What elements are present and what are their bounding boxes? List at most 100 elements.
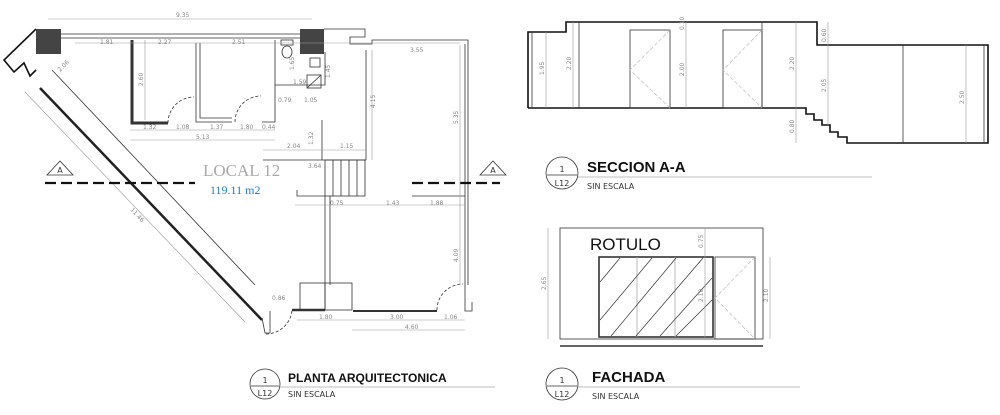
dim-label: 2.10 xyxy=(698,288,705,302)
dim-label: 1.88 xyxy=(430,200,444,207)
sheet-reference-circle xyxy=(545,367,579,401)
shower-icon xyxy=(306,74,322,89)
shower-icon xyxy=(306,74,322,89)
dim-label: 1.81 xyxy=(100,39,114,46)
sheet-id: L12 xyxy=(258,389,273,398)
dim-label: 1.80 xyxy=(240,124,254,131)
dim-label: 2.00 xyxy=(679,62,686,76)
dimension-lines xyxy=(75,40,465,331)
dim-label: 1.06 xyxy=(444,314,458,321)
section-marker-label: A xyxy=(490,166,496,175)
toilet-icon xyxy=(281,45,293,59)
shop-window xyxy=(598,256,714,338)
facade-title-block: 1 L12 FACHADA SIN ESCALA xyxy=(545,367,800,401)
dim-label: 1.32 xyxy=(308,131,315,145)
sheet-reference-circle xyxy=(545,156,579,190)
dim-label: 1.80 xyxy=(319,314,333,321)
section-a-a: 1.95 2.20 0.10 2.00 2.20 0.60 2.05 0.80 … xyxy=(527,16,989,191)
dim-label: 2.10 xyxy=(763,288,770,302)
section-marker-icon xyxy=(46,160,74,176)
dim-label: 1.45 xyxy=(325,64,332,78)
section-outline xyxy=(527,21,989,144)
dim-label: 3.64 xyxy=(308,163,322,170)
dim-label: 1.08 xyxy=(176,124,190,131)
dim-label: 1.37 xyxy=(210,124,224,131)
drawing-scale: SIN ESCALA xyxy=(288,390,336,399)
dim-label: 2.06 xyxy=(56,59,71,74)
wall xyxy=(199,43,232,119)
toilet-tank-icon xyxy=(280,39,294,46)
dim-label: 5.13 xyxy=(196,134,210,141)
wall xyxy=(296,190,325,197)
wall xyxy=(195,43,232,123)
dim-label: 1.05 xyxy=(304,97,318,104)
room-name: LOCAL 12 xyxy=(203,161,280,180)
dim-label: 2.50 xyxy=(959,90,966,104)
wall xyxy=(130,40,168,125)
counter xyxy=(324,282,353,311)
dim-label: 11.46 xyxy=(129,207,146,224)
dim-label: 0.75 xyxy=(330,200,344,207)
dim-label: 1.43 xyxy=(386,200,400,207)
dim-label: 3.00 xyxy=(390,314,404,321)
dim-label: 5.35 xyxy=(453,110,460,124)
sheet-number: 1 xyxy=(559,165,564,174)
diagonal-wall xyxy=(39,87,263,321)
door xyxy=(629,29,671,109)
dim-label: 2.20 xyxy=(566,56,573,70)
section-marker-icon xyxy=(479,160,507,176)
wall-wedge xyxy=(2,28,37,78)
wall xyxy=(324,28,469,285)
drawing-title: SECCION A-A xyxy=(587,159,686,176)
counter xyxy=(299,282,326,311)
sink-icon xyxy=(309,57,321,68)
sign-label: ROTULO xyxy=(590,235,661,254)
door-swing xyxy=(234,95,262,123)
diagonal-wall xyxy=(51,69,256,286)
floor-plan: 9.35 11.46 xyxy=(2,12,507,400)
drawing-scale: SIN ESCALA xyxy=(592,392,640,401)
door-swing xyxy=(167,96,195,124)
dim-label: 0.79 xyxy=(278,97,292,104)
dimension-line xyxy=(24,91,246,323)
dim-label: 3.55 xyxy=(410,47,424,54)
dim-label: 0.60 xyxy=(821,28,828,42)
room-area: 119.11 m2 xyxy=(210,183,260,197)
dim-label: 1.65 xyxy=(289,56,296,70)
section-marker-label: A xyxy=(57,166,63,175)
staircase xyxy=(324,159,366,197)
dim-label: 2.04 xyxy=(287,143,301,150)
dim-label: 2.65 xyxy=(541,276,548,290)
drawing-title: PLANTA ARQUITECTONICA xyxy=(288,371,447,385)
sheet-number: 1 xyxy=(262,376,267,385)
dim-label: 4.60 xyxy=(405,324,419,331)
section-title-block: 1 L12 SECCION A-A SIN ESCALA xyxy=(545,156,872,191)
wall xyxy=(275,52,326,86)
drawing-title: FACHADA xyxy=(592,369,665,386)
dim-label: 9.35 xyxy=(176,12,190,19)
dim-label: 1.32 xyxy=(143,124,157,131)
wall xyxy=(464,285,473,312)
dim-label: 4.09 xyxy=(453,248,460,262)
column xyxy=(300,29,324,54)
dim-label: 0.80 xyxy=(789,119,796,133)
dim-label: 2.27 xyxy=(158,39,172,46)
sheet-number: 1 xyxy=(559,376,564,385)
dim-label: 2.51 xyxy=(232,39,246,46)
door xyxy=(714,256,756,340)
dim-label: 2.05 xyxy=(821,78,828,92)
wall xyxy=(261,311,271,334)
sheet-reference-circle xyxy=(249,368,281,400)
dim-label: 0.86 xyxy=(272,295,286,302)
dim-label: 1.95 xyxy=(539,61,546,75)
dim-label: 0.44 xyxy=(262,124,276,131)
dim-label: 4.15 xyxy=(370,94,377,108)
wall xyxy=(262,40,276,123)
plan-title-block: 1 L12 PLANTA ARQUITECTONICA SIN ESCALA xyxy=(249,368,495,400)
sheet-id: L12 xyxy=(555,179,570,188)
dim-label: 1.15 xyxy=(340,143,354,150)
dim-label: 0.75 xyxy=(698,234,705,248)
door xyxy=(722,29,763,109)
column xyxy=(36,29,61,54)
